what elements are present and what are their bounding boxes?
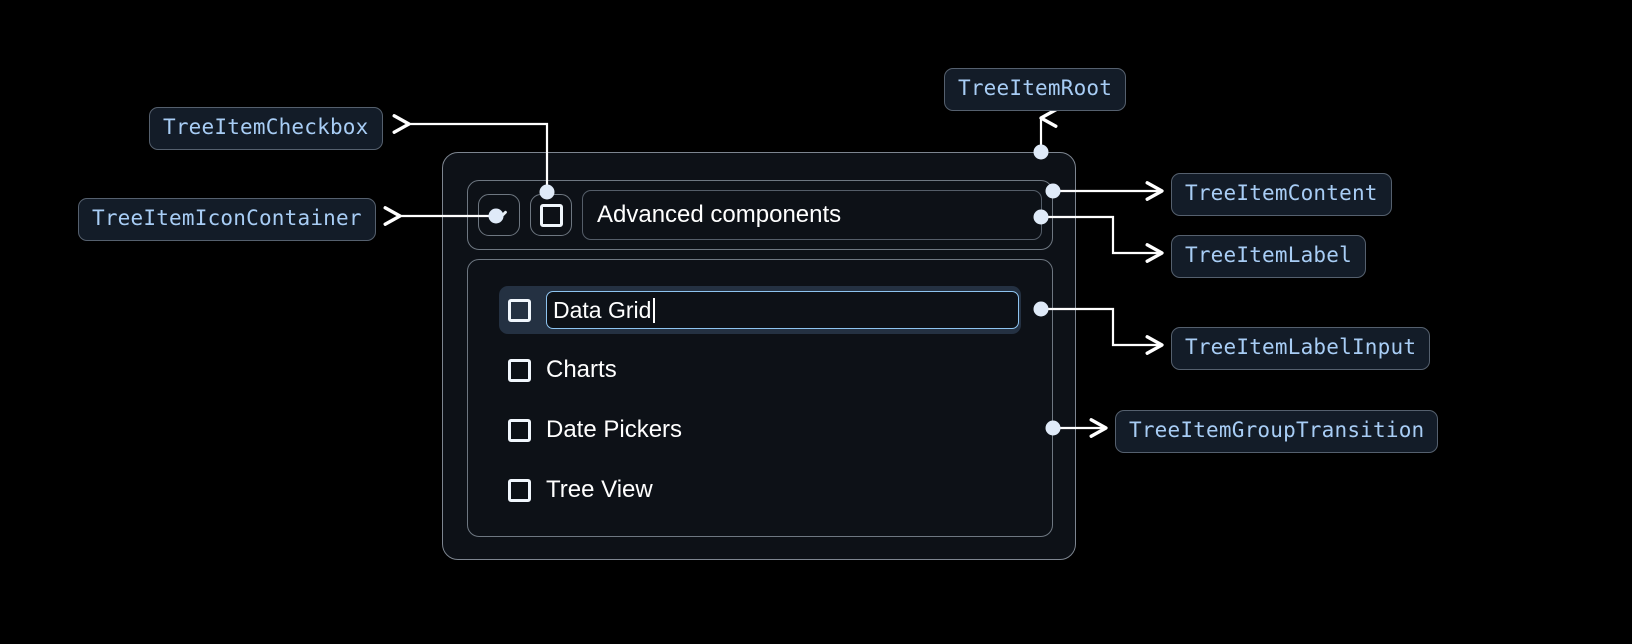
tree-item-label[interactable]: Advanced components xyxy=(582,190,1042,240)
annotation-tree-item-icon-container[interactable]: TreeItemIconContainer xyxy=(78,198,376,241)
checkbox-unchecked-icon[interactable] xyxy=(508,418,531,442)
tree-item-child-label: Charts xyxy=(546,356,617,383)
tree-item-child-row[interactable]: Charts xyxy=(499,346,1021,394)
tree-item-content[interactable]: Advanced components xyxy=(467,180,1053,250)
annotation-tree-item-label[interactable]: TreeItemLabel xyxy=(1171,235,1366,278)
checkbox-unchecked-icon[interactable] xyxy=(508,298,531,322)
text-caret xyxy=(653,297,656,323)
tree-item-child-row[interactable]: Date Pickers xyxy=(499,406,1021,454)
annotation-tree-item-root[interactable]: TreeItemRoot xyxy=(944,68,1127,111)
checkbox-unchecked-icon[interactable] xyxy=(508,478,531,502)
tree-item-child-row[interactable]: Tree View xyxy=(499,466,1021,514)
tree-item-group-transition: Data Grid Charts Date Pickers Tree View xyxy=(467,259,1053,537)
tree-item-icon-container[interactable] xyxy=(478,194,520,236)
tree-item-child-label: Tree View xyxy=(546,476,653,503)
tree-item-label-text: Advanced components xyxy=(597,201,842,228)
tree-item-root[interactable]: Advanced components Data Grid Charts Dat… xyxy=(442,152,1076,560)
annotation-tree-item-checkbox[interactable]: TreeItemCheckbox xyxy=(149,107,383,150)
tree-item-label-input[interactable]: Data Grid xyxy=(546,291,1019,329)
annotation-tree-item-content[interactable]: TreeItemContent xyxy=(1171,173,1392,216)
annotation-tree-item-group-transition[interactable]: TreeItemGroupTransition xyxy=(1115,410,1439,453)
tree-item-label-input-value: Data Grid xyxy=(553,296,652,323)
checkbox-unchecked-icon[interactable] xyxy=(508,358,531,382)
tree-item-checkbox[interactable] xyxy=(530,194,572,236)
chevron-down-icon xyxy=(486,202,512,228)
annotation-tree-item-label-input[interactable]: TreeItemLabelInput xyxy=(1171,327,1431,370)
checkbox-unchecked-icon xyxy=(539,203,563,227)
tree-item-child-label: Date Pickers xyxy=(546,416,683,443)
tree-item-child-row[interactable]: Data Grid xyxy=(499,286,1021,334)
